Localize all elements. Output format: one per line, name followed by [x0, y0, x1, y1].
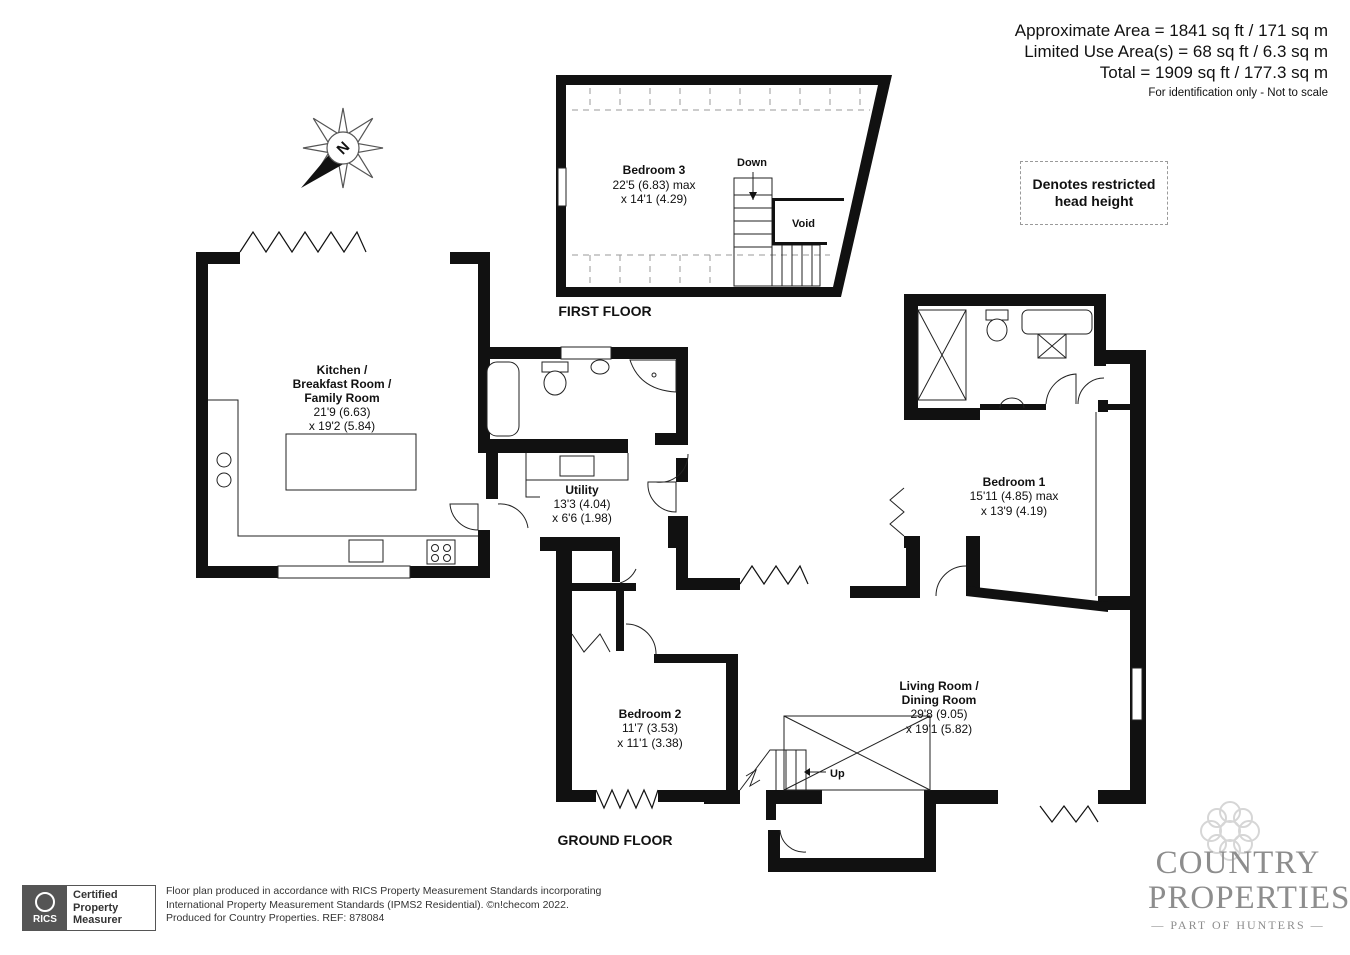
stairs-down-label: Down [737, 157, 767, 169]
bedroom1-dim2: x 13'9 (4.19) [981, 504, 1047, 518]
total-area: Total = 1909 sq ft / 177.3 sq m [1099, 63, 1328, 82]
stairs-up-label: Up [830, 768, 845, 780]
bedroom3-dim1: 22'5 (6.83) max [613, 178, 696, 192]
restricted-height-legend: Denotes restricted head height [1020, 161, 1168, 225]
footer-line-1: Floor plan produced in accordance with R… [166, 885, 602, 897]
bedroom2-dim1: 11'7 (3.53) [622, 721, 678, 735]
footer-disclaimer: Floor plan produced in accordance with R… [166, 885, 601, 926]
brand-line-2: PROPERTIES [1148, 880, 1350, 916]
void-label: Void [792, 218, 815, 230]
country-properties-logo: COUNTRY PROPERTIES — PART OF HUNTERS — [1148, 845, 1350, 933]
badge-line-1: Certified [73, 889, 118, 901]
utility-dim2: x 6'6 (1.98) [552, 511, 612, 525]
north-arrow-compass-icon: N [301, 107, 384, 189]
approximate-area: Approximate Area = 1841 sq ft / 171 sq m [1014, 21, 1328, 40]
badge-line-2: Property [73, 901, 119, 914]
rics-badge: RICS Certified Property Measurer [22, 885, 156, 931]
living-label-2: Dining Room [902, 693, 977, 707]
utility-label: Utility [565, 483, 599, 497]
living-dim1: 29'8 (9.05) [911, 707, 968, 721]
footer-line-3: Produced for Country Properties. REF: 87… [166, 912, 385, 924]
footer: RICS Certified Property Measurer Floor p… [22, 885, 601, 931]
first-floor-label: FIRST FLOOR [558, 303, 651, 319]
bedroom1-dim1: 15'11 (4.85) max [970, 489, 1059, 503]
bedroom1-label: Bedroom 1 [983, 475, 1046, 489]
brand-line-1: COUNTRY [1155, 845, 1321, 881]
kitchen-dim2: x 19'2 (5.84) [309, 419, 375, 433]
rics-logo-icon: RICS [23, 886, 67, 930]
brand-flower-icon [1200, 801, 1260, 861]
identification-note: For identification only - Not to scale [1148, 87, 1328, 99]
bedroom2-label: Bedroom 2 [619, 707, 682, 721]
area-summary: Approximate Area = 1841 sq ft / 171 sq m… [1015, 20, 1328, 99]
ground-floor-plan: Kitchen / Breakfast Room / Family Room 2… [196, 230, 1146, 872]
kitchen-label-1: Kitchen / [317, 363, 368, 377]
limited-use-area: Limited Use Area(s) = 68 sq ft / 6.3 sq … [1024, 42, 1328, 61]
ground-floor-label: GROUND FLOOR [557, 832, 672, 848]
badge-line-3: Measurer [73, 914, 122, 926]
footer-line-2: International Property Measurement Stand… [166, 898, 569, 911]
first-floor-plan: Bedroom 3 22'5 (6.83) max x 14'1 (4.29) … [556, 75, 892, 319]
legend-text: Denotes restricted head height [1032, 176, 1156, 209]
bedroom3-dim2: x 14'1 (4.29) [621, 192, 687, 206]
kitchen-label-2: Breakfast Room / [293, 377, 392, 391]
living-dim2: x 19'1 (5.82) [906, 722, 972, 736]
utility-dim1: 13'3 (4.04) [554, 497, 611, 511]
living-label-1: Living Room / [899, 679, 979, 693]
brand-line-3: — PART OF HUNTERS — [1151, 918, 1325, 932]
kitchen-label-3: Family Room [304, 391, 379, 405]
bedroom3-label: Bedroom 3 [623, 163, 686, 177]
kitchen-dim1: 21'9 (6.63) [314, 405, 371, 419]
bedroom2-dim2: x 11'1 (3.38) [617, 736, 682, 750]
